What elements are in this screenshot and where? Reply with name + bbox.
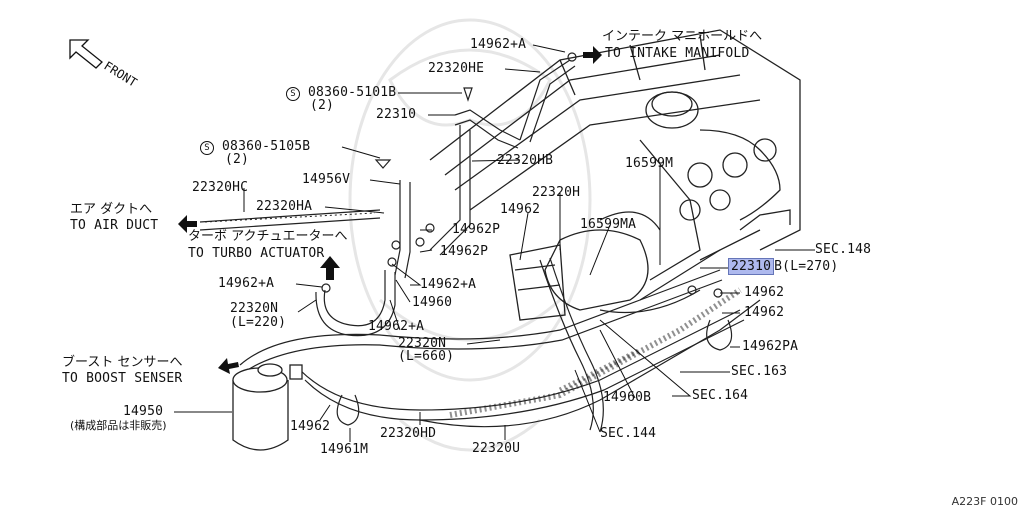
quantity-label: (2) [310,98,335,113]
hatched-hoses [204,212,742,418]
part-label[interactable]: 14962P [452,222,501,237]
part-label[interactable]: 14962 [290,419,331,434]
section-ref-label[interactable]: SEC.144 [600,426,657,441]
part-label[interactable]: 14962 [744,305,785,320]
part-label[interactable]: 14962 [744,285,785,300]
part-label[interactable]: 14962PA [742,339,799,354]
part-label[interactable]: S 08360-5101B [286,86,396,101]
highlighted-part-number[interactable]: 22310 [728,258,775,275]
section-ref-label[interactable]: SEC.163 [731,364,788,379]
length-label: (L=660) [398,349,455,364]
boost-en-label: TO BOOST SENSER [62,371,183,386]
turbo-jp-label: ターボ アクチュエーターへ [188,229,348,244]
part-label[interactable]: 14962+A [420,277,477,292]
section-ref-label[interactable]: SEC.148 [815,242,872,257]
part-label[interactable]: 14950 [123,404,164,419]
part-label[interactable]: 22320U [472,441,521,456]
part-label[interactable]: 14956V [302,172,351,187]
part-label[interactable]: 14962P [440,244,489,259]
part-label[interactable]: 14962+A [368,319,425,334]
screw-symbol-icon: S [200,141,214,155]
part-label[interactable]: 22320HD [380,426,437,441]
part-label[interactable]: 16599M [625,156,674,171]
leader-lines [174,44,815,442]
intake-en-label: TO INTAKE MANIFOLD [605,46,750,61]
part-label[interactable]: 22320HB [497,153,554,168]
boost-sensor-canister [232,363,303,451]
part-label[interactable]: 22320N [398,336,447,351]
intake-jp-label: インテーク マニホールドへ [602,29,763,44]
part-label[interactable]: 22320H [532,185,581,200]
air-duct-en-label: TO AIR DUCT [70,218,159,233]
non-sale-note: (構成部品は非販売) [70,419,167,432]
length-label: (L=220) [230,315,287,330]
part-label[interactable]: S 08360-5105B [200,140,310,155]
part-label[interactable]: 22320HE [428,61,485,76]
screw-symbol-icon: S [286,87,300,101]
direction-arrows [178,46,602,374]
part-label[interactable]: 16599MA [580,217,637,232]
part-label[interactable]: 22320HA [256,199,313,214]
air-duct-jp-label: エア ダクトへ [70,202,153,217]
part-label[interactable]: 22310 [376,107,417,122]
part-label[interactable]: 22320HC [192,180,249,195]
part-label[interactable]: 14962+A [470,37,527,52]
clamps [321,52,733,426]
engine-block [429,29,801,321]
front-label: FRONT [101,59,139,90]
quantity-label: (2) [225,152,250,167]
front-arrow-icon [69,39,103,69]
part-label[interactable]: 14960B [603,390,652,405]
part-label[interactable]: 14962+A [218,276,275,291]
part-label[interactable]: 14961M [320,442,369,457]
section-ref-label[interactable]: SEC.164 [692,388,749,403]
part-label[interactable]: 14960 [412,295,453,310]
figure-code: A223F 0100 [951,495,1018,508]
boost-jp-label: ブースト センサーへ [62,355,183,370]
part-label[interactable]: 22320N [230,301,279,316]
turbo-en-label: TO TURBO ACTUATOR [188,246,325,261]
part-label[interactable]: 14962 [500,202,541,217]
